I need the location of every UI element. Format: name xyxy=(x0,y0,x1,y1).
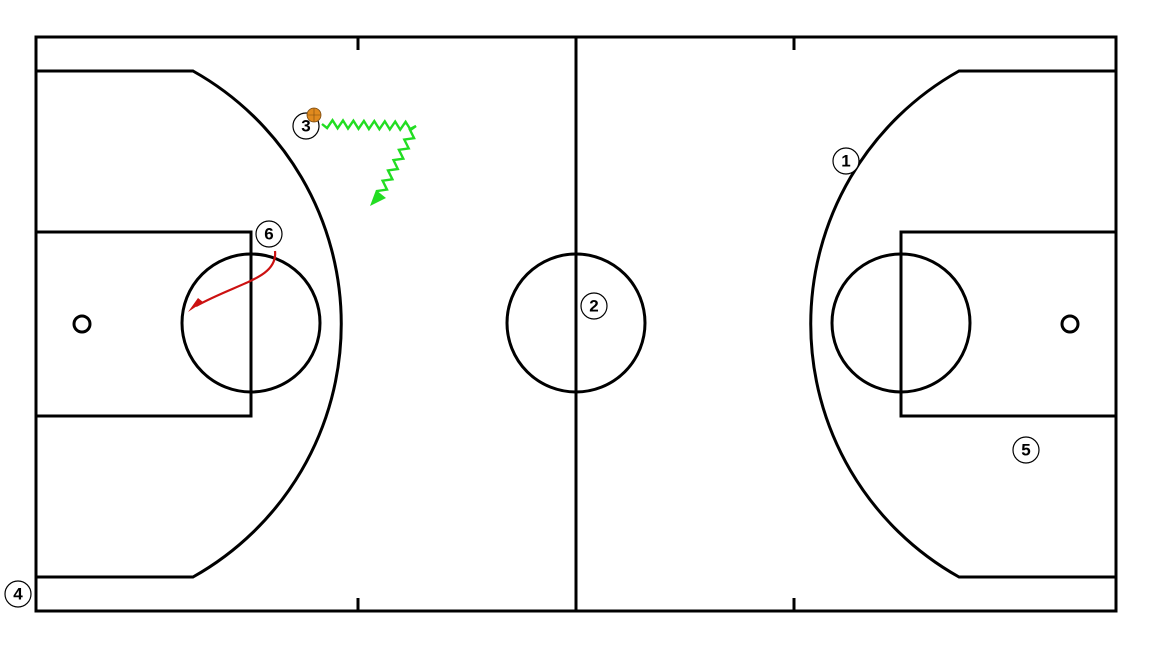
basket-left xyxy=(72,314,92,334)
player-4-label: 4 xyxy=(13,585,23,604)
dribble-arrowhead xyxy=(370,190,386,206)
player-1-label: 1 xyxy=(841,152,850,171)
player-6: 6 xyxy=(255,220,283,248)
player-2-label: 2 xyxy=(589,297,598,316)
three-point-arc-right xyxy=(809,69,1116,579)
free-throw-circle-left xyxy=(180,252,322,394)
player-5-label: 5 xyxy=(1021,441,1030,460)
cut-path xyxy=(188,250,277,312)
basket-right xyxy=(1060,314,1080,334)
free-throw-circle-right xyxy=(830,252,972,394)
dribble-path xyxy=(321,118,417,206)
paint-left xyxy=(34,230,253,418)
center-circle xyxy=(505,252,647,394)
player-1: 1 xyxy=(832,147,860,175)
player-2: 2 xyxy=(580,292,608,320)
player-4: 4 xyxy=(4,580,32,608)
cut-arrowhead xyxy=(188,298,203,312)
player-3-label: 3 xyxy=(301,117,310,136)
basketball-icon xyxy=(306,107,322,123)
three-point-arc-left xyxy=(36,69,343,579)
dribble-zigzag-line xyxy=(321,118,417,199)
paint-right xyxy=(899,230,1118,418)
player-5: 5 xyxy=(1012,436,1040,464)
player-6-label: 6 xyxy=(264,225,273,244)
